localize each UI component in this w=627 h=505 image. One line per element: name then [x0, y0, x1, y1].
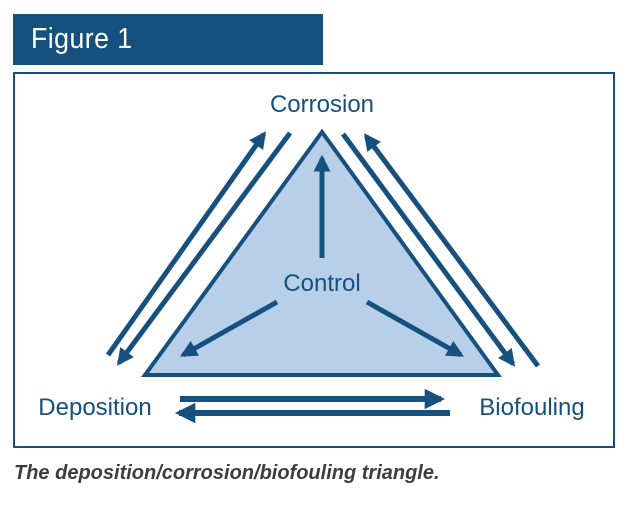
vertex-label-deposition: Deposition — [38, 394, 151, 421]
arrow-control-to-biofouling — [365, 299, 464, 358]
arrow-deposition-to-corrosion — [105, 131, 267, 357]
arrow-corrosion-to-deposition — [116, 131, 293, 366]
figure-header-tab: Figure 1 — [13, 14, 323, 65]
vertex-label-biofouling: Biofouling — [479, 394, 584, 421]
triangle-diagram: Corrosion Deposition Biofouling Control — [38, 91, 585, 424]
arrow-biofouling-to-corrosion — [363, 133, 541, 368]
figure-box: Corrosion Deposition Biofouling Control — [13, 72, 615, 448]
figure-caption: The deposition/corrosion/biofouling tria… — [14, 462, 440, 484]
center-label-control: Control — [283, 270, 360, 297]
figure-title: Figure 1 — [31, 23, 133, 55]
vertex-label-corrosion: Corrosion — [270, 91, 374, 118]
arrow-control-to-deposition — [180, 299, 279, 358]
arrow-corrosion-to-biofouling — [340, 132, 516, 367]
